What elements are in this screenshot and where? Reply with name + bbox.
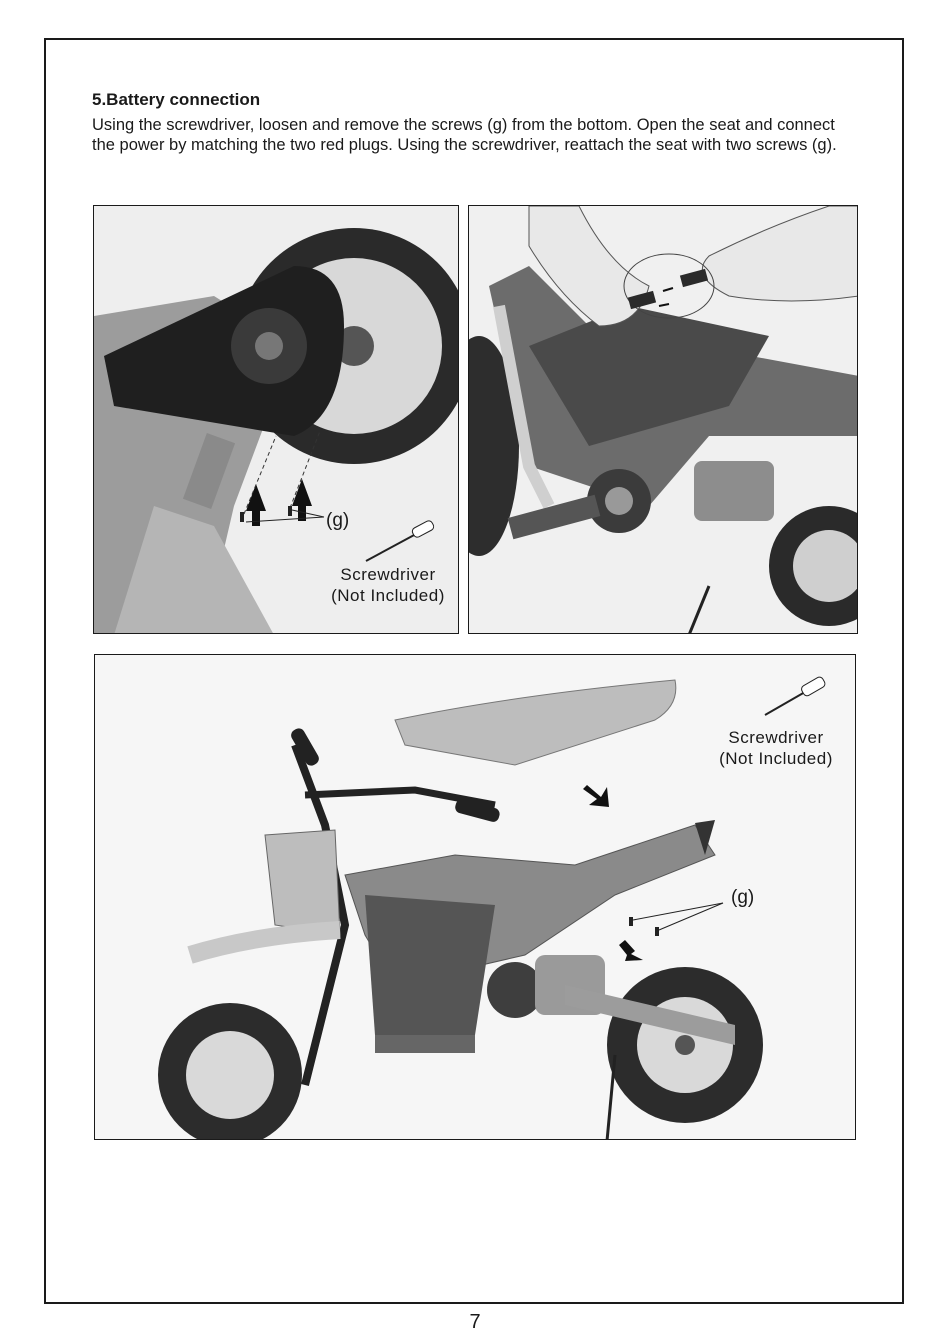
figure-connect-plugs [468,205,858,634]
screwdriver-label: Screwdriver (Not Included) [703,727,849,769]
screwdriver-label-line1: Screwdriver [318,564,458,585]
figure-reattach-seat: (g) Screwdriver (Not Included) [94,654,856,1140]
screwdriver-label-line2: (Not Included) [703,748,849,769]
instructions-text: Using the screwdriver, loosen and remove… [92,115,852,155]
figure-connect-plugs-illustration [469,206,858,634]
screw-callout: (g) [326,510,349,532]
screwdriver-label-line1: Screwdriver [703,727,849,748]
screwdriver-label: Screwdriver (Not Included) [318,564,458,606]
screwdriver-label-line2: (Not Included) [318,585,458,606]
section-heading: 5.Battery connection [92,90,260,110]
page-number: 7 [0,1311,950,1334]
screw-callout: (g) [731,887,754,909]
figure-remove-screws: (g) Screwdriver (Not Included) [93,205,459,634]
